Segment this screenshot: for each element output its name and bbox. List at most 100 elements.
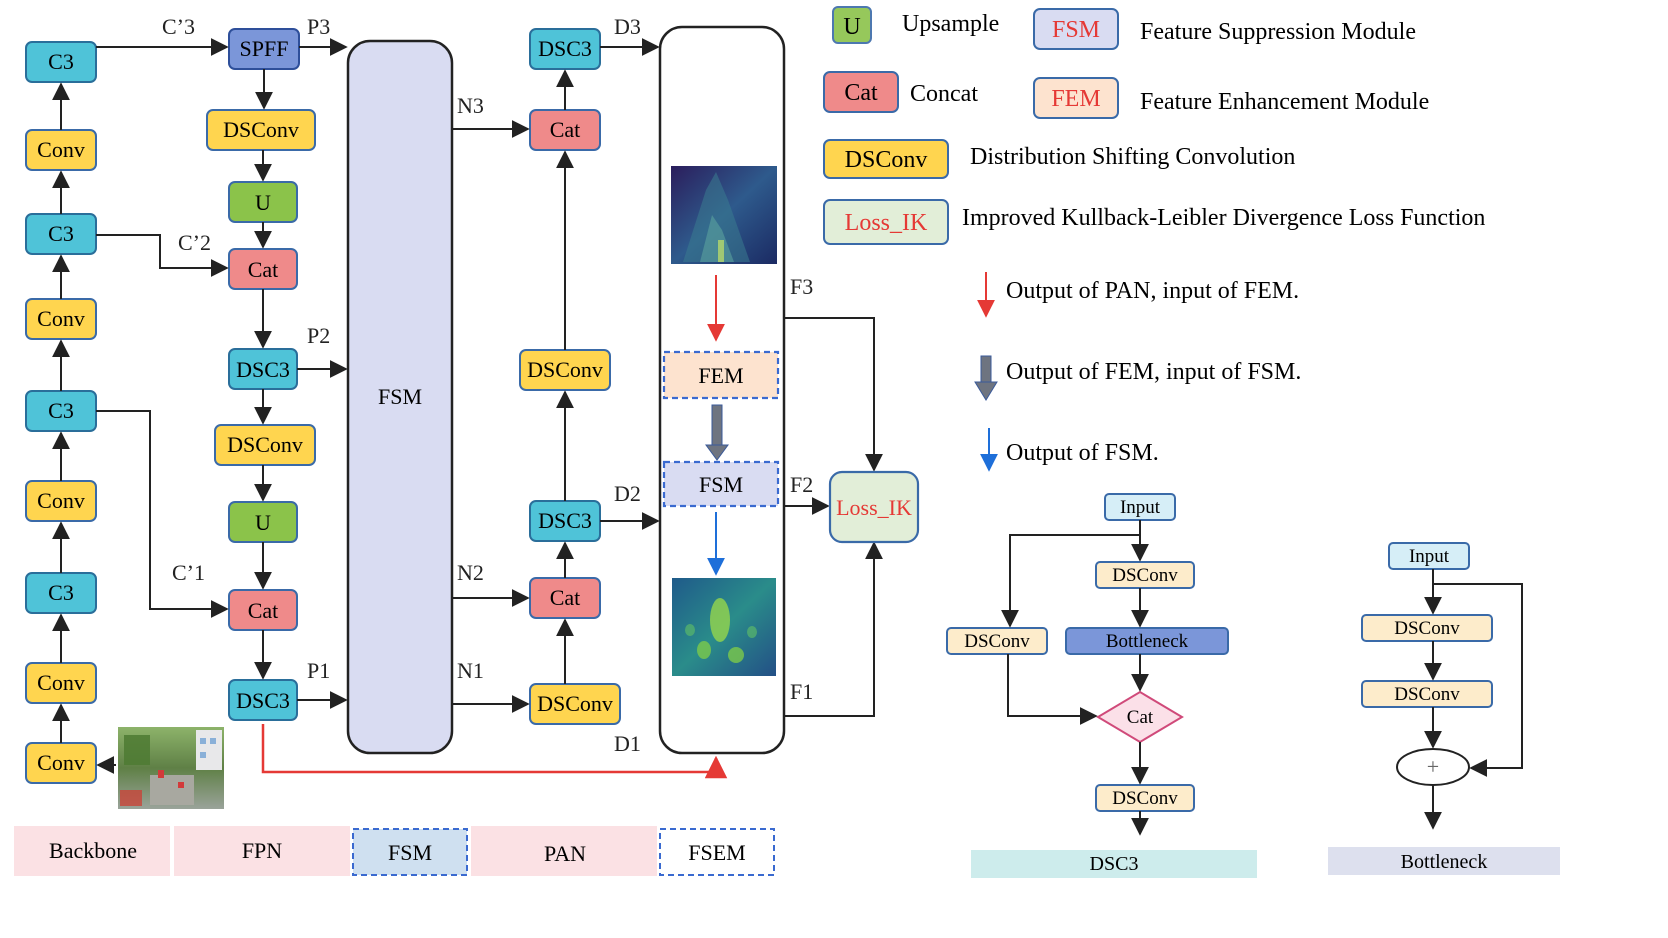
bar-fsem[interactable]: FSEM	[659, 828, 775, 876]
caption-bottleneck-label: Bottleneck	[1401, 851, 1488, 873]
label-p2: P2	[307, 323, 330, 348]
fpn-upsample-2-label: U	[255, 510, 271, 535]
pan-cat-bottom[interactable]: Cat	[529, 577, 601, 619]
dsc3-dsconv-top[interactable]: DSConv	[1095, 561, 1195, 589]
pan: DSC3 Cat DSConv DSC3 Cat DSConv	[452, 28, 660, 725]
fem-box[interactable]: FEM	[662, 350, 780, 400]
label-n3: N3	[457, 93, 484, 118]
fpn-dsc3-1[interactable]: DSC3	[228, 348, 298, 390]
caption-bottleneck: Bottleneck	[1328, 847, 1560, 875]
legend-arrow-gray: Output of FEM, input of FSM.	[974, 355, 1301, 401]
dsc3-dsconv-top-label: DSConv	[1112, 565, 1178, 586]
fpn-spff-label: SPFF	[240, 36, 289, 61]
bn-dsconv-2-label: DSConv	[1394, 684, 1460, 705]
bar-backbone[interactable]: Backbone	[14, 826, 170, 876]
bar-fpn[interactable]: FPN	[174, 826, 350, 876]
legend-arrow-gray-text: Output of FEM, input of FSM.	[1006, 359, 1301, 385]
legend: U Upsample FSM Feature Suppression Modul…	[823, 6, 1485, 472]
bn-dsconv-1[interactable]: DSConv	[1361, 614, 1493, 642]
backbone-c3-4[interactable]: C3	[25, 572, 97, 614]
fsm-box-inner-label: FSM	[699, 472, 743, 497]
bn-input[interactable]: Input	[1388, 542, 1470, 570]
fpn-cat-1-label: Cat	[248, 257, 279, 282]
pan-dsconv-bottom-label: DSConv	[537, 691, 613, 716]
dsc3-dsconv-left[interactable]: DSConv	[946, 627, 1048, 655]
backbone-arrows	[52, 82, 116, 774]
backbone-conv-3[interactable]: Conv	[25, 480, 97, 522]
loss-box-label: Loss_IK	[836, 495, 912, 520]
backbone-conv-4[interactable]: Conv	[25, 662, 97, 704]
fpn-cat-1[interactable]: Cat	[228, 248, 298, 290]
dsc3-bottleneck[interactable]: Bottleneck	[1065, 627, 1229, 655]
fsm-block[interactable]: FSM	[346, 39, 454, 755]
pan-dsconv-mid[interactable]: DSConv	[519, 349, 611, 391]
bn-dsconv-1-label: DSConv	[1394, 618, 1460, 639]
fsm-box-inner[interactable]: FSM	[662, 460, 780, 508]
pan-cat-bottom-label: Cat	[550, 585, 581, 610]
legend-fsm-tag: FSM	[1052, 17, 1100, 43]
bn-dsconv-2[interactable]: DSConv	[1361, 680, 1493, 708]
legend-upsample-tag: U	[843, 14, 860, 40]
pan-dsconv-mid-label: DSConv	[527, 357, 603, 382]
fpn-dsc3-2[interactable]: DSC3	[228, 679, 298, 721]
dsc3-dsconv-left-label: DSConv	[964, 631, 1030, 652]
legend-cat-text: Concat	[910, 81, 978, 107]
skip-arrow-red	[261, 724, 728, 779]
dsc3-dsconv-bottom[interactable]: DSConv	[1095, 784, 1195, 812]
loss-box[interactable]: Loss_IK	[828, 470, 920, 544]
dsc3-cat-label: Cat	[1127, 707, 1154, 728]
fpn-dsconv-1[interactable]: DSConv	[206, 109, 316, 151]
legend-arrow-blue-text: Output of FSM.	[1006, 440, 1159, 466]
label-d1: D1	[614, 731, 641, 756]
fpn-upsample-1[interactable]: U	[228, 181, 298, 223]
fem-box-label: FEM	[698, 363, 743, 388]
bar-pan-label: PAN	[544, 841, 586, 866]
legend-loss-text: Improved Kullback-Leibler Divergence Los…	[962, 205, 1485, 231]
backbone-c3-2[interactable]: C3	[25, 213, 97, 255]
legend-loss: Loss_IK Improved Kullback-Leibler Diverg…	[823, 199, 1485, 245]
bottom-bar: Backbone FPN FSM PAN FSEM	[14, 826, 775, 876]
bar-fsem-label: FSEM	[688, 840, 745, 865]
backbone-c3-3[interactable]: C3	[25, 390, 97, 432]
legend-arrow-blue: Output of FSM.	[980, 428, 1159, 472]
label-d2: D2	[614, 481, 641, 506]
detail-captions: DSC3 Bottleneck	[971, 847, 1560, 878]
dsc3-bottleneck-label: Bottleneck	[1106, 631, 1189, 652]
dsc3-dsconv-bottom-label: DSConv	[1112, 788, 1178, 809]
legend-dsconv-tag: DSConv	[845, 147, 928, 173]
fpn-dsconv-2[interactable]: DSConv	[214, 424, 316, 466]
backbone-conv-5[interactable]: Conv	[25, 742, 97, 784]
pan-dsconv-bottom[interactable]: DSConv	[529, 683, 621, 725]
bn-add[interactable]: +	[1396, 748, 1470, 786]
legend-upsample: U Upsample	[832, 6, 999, 44]
pan-dsc3-top[interactable]: DSC3	[529, 28, 601, 70]
f-arrows	[784, 317, 883, 717]
dsc3-arrows	[1001, 520, 1149, 836]
dsc3-input[interactable]: Input	[1104, 493, 1176, 521]
fsem-block: FEM FSM	[658, 25, 786, 755]
pan-cat-top[interactable]: Cat	[529, 109, 601, 151]
gray-arrow	[705, 404, 729, 461]
fpn-upsample-2[interactable]: U	[228, 501, 298, 543]
dsc3-detail: Input DSConv DSConv Bottleneck Cat DSCon…	[946, 493, 1229, 836]
legend-cat: Cat Concat	[823, 71, 978, 113]
backbone-conv-1[interactable]: Conv	[25, 129, 97, 171]
pan-dsc3-mid[interactable]: DSC3	[529, 500, 601, 542]
bn-add-label: +	[1427, 754, 1439, 779]
fpn-spff[interactable]: SPFF	[228, 28, 300, 70]
fpn-cat-2[interactable]: Cat	[228, 589, 298, 631]
label-c1p: C’1	[172, 560, 205, 585]
edge-labels: C’3 C’2 C’1 P3 P2 P1 N3 N2 N1 D3 D2 D1 F…	[162, 14, 813, 756]
bar-fsm[interactable]: FSM	[352, 828, 468, 876]
backbone-conv-2[interactable]: Conv	[25, 298, 97, 340]
label-n2: N2	[457, 560, 484, 585]
label-d3: D3	[614, 14, 641, 39]
dsc3-cat[interactable]: Cat	[1096, 690, 1184, 744]
label-p3: P3	[307, 14, 330, 39]
bar-pan[interactable]: PAN	[471, 826, 657, 876]
fpn-dsconv-1-label: DSConv	[223, 117, 299, 142]
backbone-c3-top[interactable]: C3	[25, 41, 97, 83]
label-f3: F3	[790, 274, 813, 299]
